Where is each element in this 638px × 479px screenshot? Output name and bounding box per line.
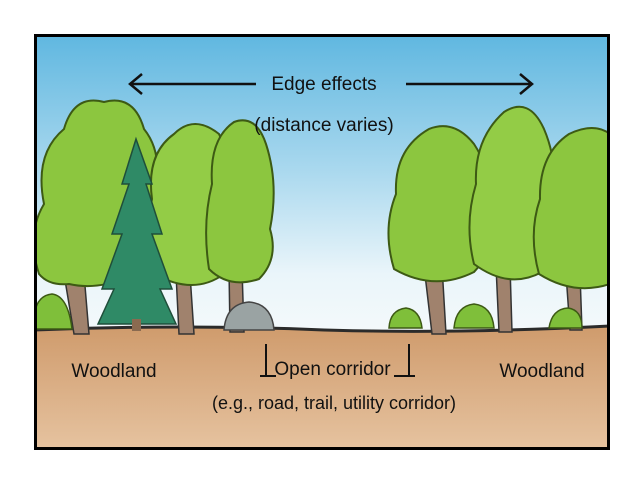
- shrub: [453, 303, 495, 329]
- woodland-right-label: Woodland: [499, 361, 585, 382]
- conifer-trunk: [132, 319, 141, 331]
- corridor-marker-left: [260, 344, 276, 377]
- ground: [34, 326, 610, 450]
- illustration-frame: Edge effects (distance varies) Woodland …: [34, 34, 610, 450]
- arrowhead-left: [128, 73, 143, 95]
- tree-canopy: [205, 119, 275, 284]
- open-corridor-label: Open corridor: [274, 359, 391, 380]
- shrub: [548, 307, 583, 329]
- edge-effects-arrow: [128, 73, 534, 95]
- arrowhead-right: [519, 73, 534, 95]
- woodland-left-label: Woodland: [71, 361, 157, 382]
- boulder: [223, 301, 275, 331]
- edge-effects-label: Edge effects: [271, 74, 377, 95]
- frame-border: [34, 34, 610, 450]
- tree-canopy: [387, 125, 491, 283]
- right-woodland-trees: [387, 105, 610, 335]
- left-woodland-trees: [34, 99, 275, 335]
- corridor-examples-label: (e.g., road, trail, utility corridor): [211, 393, 457, 413]
- corridor-markers: [260, 344, 415, 377]
- tree-canopy: [532, 127, 610, 290]
- edge-effects-illustration: [34, 34, 610, 450]
- distance-note: (distance varies): [254, 115, 394, 136]
- corridor-marker-right: [394, 344, 415, 377]
- shrub: [388, 307, 423, 329]
